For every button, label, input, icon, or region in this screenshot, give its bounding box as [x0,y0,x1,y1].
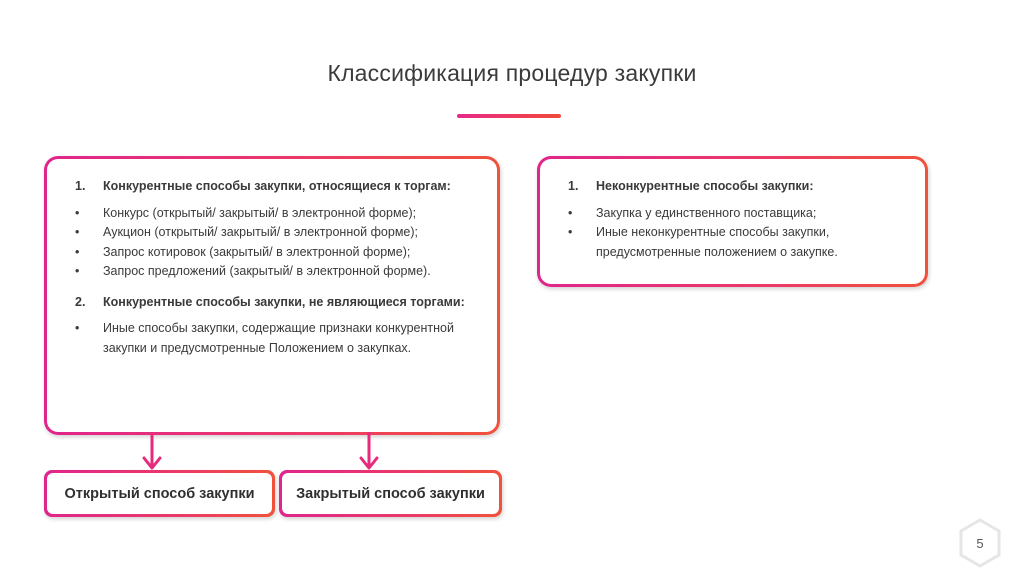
section2-heading: 2. Конкурентные способы закупки, не явля… [75,293,497,313]
down-arrow-icon [142,432,162,470]
noncompetitive-methods-box: 1. Неконкурентные способы закупки: • Заку… [537,156,928,287]
list-item-text: Запрос предложений (закрытый/ в электрон… [103,264,431,278]
list-item-text: Иные неконкурентные способы закупки, пре… [596,225,838,259]
right-heading: 1. Неконкурентные способы закупки: [568,177,925,197]
right-heading-text: Неконкурентные способы закупки: [596,179,814,193]
list-item-text: Запрос котировок (закрытый/ в электронно… [103,244,411,259]
bullet-icon: • [75,225,80,239]
bullet-icon: • [568,205,573,220]
slide-number-text: 5 [976,535,984,551]
down-arrow-icon [359,432,379,470]
section2-list: • Иные способы закупки, содержащие призна… [75,319,497,358]
slide-number: 5 [957,517,1003,569]
bullet-icon: • [75,205,80,220]
list-item-text: Закупка у единственного поставщика; [596,205,817,220]
open-method-box: Открытый способ закупки [44,470,275,517]
section1-number: 1. [75,179,86,193]
competitive-methods-box: 1. Конкурентные способы закупки, относящ… [44,156,500,435]
right-list: • Закупка у единственного поставщика; • Ин… [568,204,925,263]
list-item-text: Аукцион (открытый/ закрытый/ в электронн… [103,225,419,239]
list-item: • Иные способы закупки, содержащие призна… [75,319,497,358]
list-item: • Иные неконкурентные способы закупки, пр… [568,223,925,262]
closed-method-label: Закрытый способ закупки [282,473,499,514]
list-item-text: Конкурс (открытый/ закрытый/ в электронн… [103,205,417,220]
section2-heading-text: Конкурентные способы закупки, не являющи… [103,294,465,309]
list-item: • Запрос котировок (закрытый/ в электронн… [75,243,497,263]
right-number: 1. [568,179,579,193]
list-item: • Закупка у единственного поставщика; [568,204,925,224]
section1-heading-text: Конкурентные способы закупки, относящиес… [103,179,451,193]
bullet-icon: • [75,244,80,259]
closed-method-box: Закрытый способ закупки [279,470,502,517]
section1-list: • Конкурс (открытый/ закрытый/ в электрон… [75,204,497,282]
list-item-text: Иные способы закупки, содержащие признак… [103,321,454,355]
list-item: • Запрос предложений (закрытый/ в электро… [75,262,497,282]
slide-title: Классификация процедур закупки [327,60,697,86]
list-item: • Конкурс (открытый/ закрытый/ в электрон… [75,204,497,224]
hexagon-icon [959,518,1001,568]
bullet-icon: • [568,225,573,239]
list-item: • Аукцион (открытый/ закрытый/ в электрон… [75,223,497,243]
bullet-icon: • [75,264,80,278]
title-underline [457,114,561,118]
section1-heading: 1. Конкурентные способы закупки, относящ… [75,177,497,197]
bullet-icon: • [75,321,80,335]
section2-number: 2. [75,294,86,309]
open-method-label: Открытый способ закупки [47,473,272,514]
